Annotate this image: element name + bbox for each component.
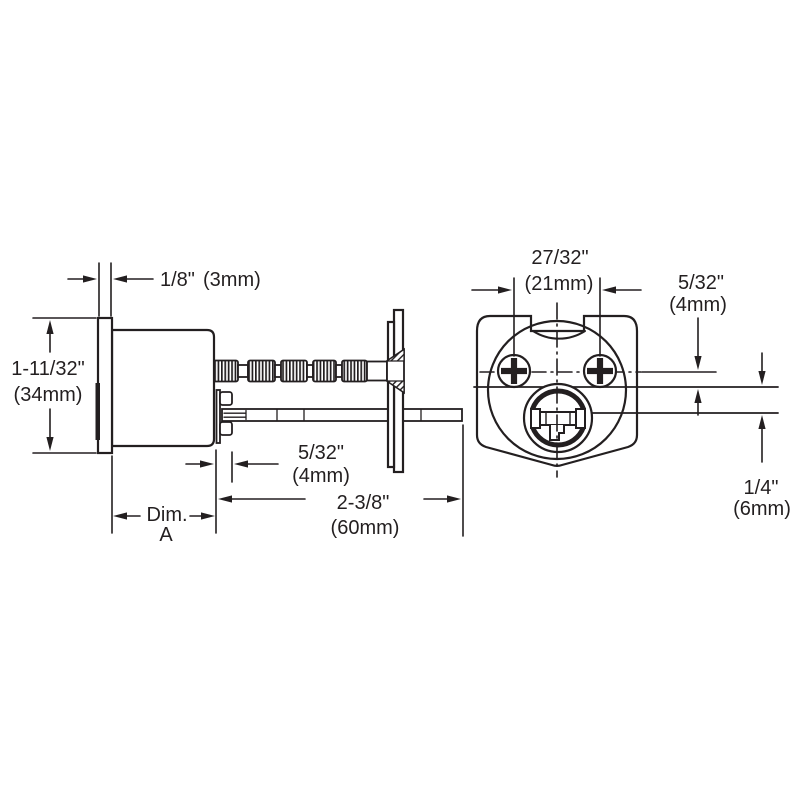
cam-slot-bar (534, 411, 582, 426)
tailpiece-length-mm-label: (60mm) (331, 517, 400, 539)
side-view (32, 262, 464, 537)
arrowhead-right (83, 275, 97, 283)
arrowhead-left (113, 275, 127, 283)
arrowhead-left (218, 495, 232, 503)
notch-arc (532, 330, 586, 340)
tailpiece-length-inches-label: 2-3/8" (337, 492, 390, 514)
arrowhead-down (694, 356, 702, 370)
extension-lines (98, 262, 112, 317)
arrowhead-up (46, 320, 54, 334)
extension-lines (32, 317, 97, 454)
dim-cam-top-to-center (758, 352, 766, 463)
countersunk-screw (385, 347, 405, 395)
screw-to-cam-top-mm-label: (4mm) (669, 294, 727, 316)
dimension-labels: 1/8" (3mm) 1-11/32" (34mm) 5/32" (4mm) D… (11, 247, 791, 546)
screw-spacing-inches-label: 27/32" (531, 247, 588, 269)
arrowhead-up (694, 389, 702, 403)
arrowhead-up (758, 415, 766, 429)
cam-assembly (522, 382, 594, 454)
screw-to-cam-top-inches-label: 5/32" (678, 272, 724, 294)
tailpiece-score-marks (276, 408, 422, 422)
arrowhead-down (758, 371, 766, 385)
arrowhead-right (498, 286, 512, 294)
keyway-edge (95, 383, 100, 440)
screw-spacing-mm-label: (21mm) (525, 273, 594, 295)
clip-clearance-mm-label: (4mm) (292, 465, 350, 487)
dim-cylinder-height (32, 317, 97, 454)
cam-tab (549, 424, 565, 441)
cam-top-to-center-inches-label: 1/4" (744, 477, 779, 499)
dim-tailpiece-length (218, 424, 464, 537)
dim-clip-clearance (185, 449, 279, 534)
rear-view (471, 277, 779, 478)
arrowhead-right (200, 460, 214, 468)
face-flange (95, 316, 114, 455)
arrowhead-down (46, 437, 54, 451)
dim-a-label: Dim. (146, 504, 187, 526)
dim-screw-spacing (471, 277, 642, 357)
cam-bottom-arc (530, 424, 586, 448)
arrowhead-right (447, 495, 461, 503)
face-thickness-mm-label: (3mm) (203, 269, 261, 291)
cylinder-height-inches-label: 1-11/32" (11, 358, 84, 380)
dim-a-sub-label: A (159, 524, 173, 546)
arrowhead-left (113, 512, 127, 520)
dim-a (111, 455, 215, 534)
retainer-clip (215, 389, 233, 444)
splined-tailpiece (212, 359, 388, 383)
dim-face-thickness (67, 262, 154, 317)
cylinder-height-mm-label: (34mm) (14, 384, 83, 406)
arrowhead-right (201, 512, 215, 520)
cam-dome-arc (530, 388, 586, 412)
arrowhead-left (602, 286, 616, 294)
extension-lines (513, 277, 601, 357)
flat-tailpiece-bar (221, 408, 463, 422)
arrowhead-left (234, 460, 248, 468)
cylinder-body (110, 328, 216, 448)
right-mounting-screw (582, 353, 618, 389)
face-thickness-inches-label: 1/8" (160, 269, 195, 291)
cam-top-to-center-mm-label: (6mm) (733, 498, 791, 520)
dim-screw-to-cam-top (694, 317, 702, 416)
left-mounting-screw (496, 353, 532, 389)
clip-clearance-inches-label: 5/32" (298, 442, 344, 464)
